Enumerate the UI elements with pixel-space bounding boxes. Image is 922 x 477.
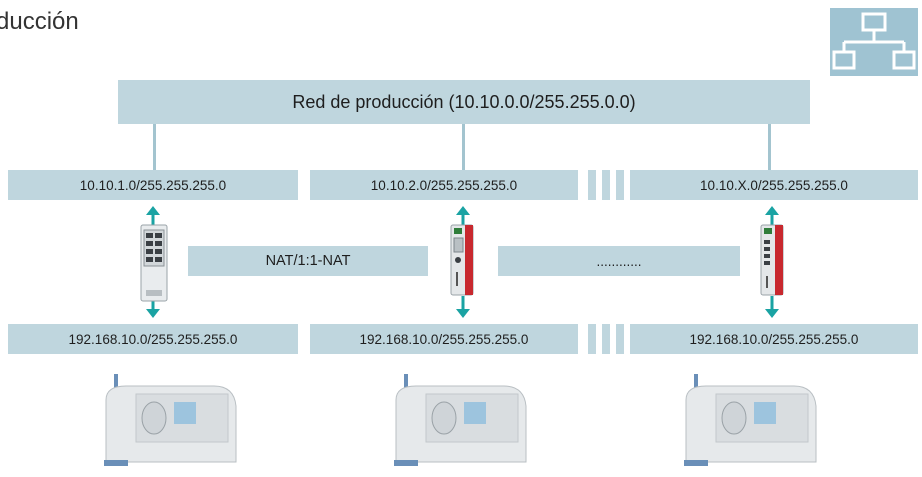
router-device-icon (450, 224, 474, 301)
drop-line-2 (462, 124, 465, 170)
network-topology-icon (830, 8, 918, 76)
machine-icon (386, 372, 536, 477)
subnet-bar-1: 10.10.1.0/255.255.255.0 (8, 170, 298, 200)
ellipsis-bar: ............ (498, 246, 740, 276)
production-network-bar: Red de producción (10.10.0.0/255.255.0.0… (118, 80, 810, 124)
router-device-icon (760, 224, 784, 301)
separator-block (602, 170, 610, 200)
page-title: ducción (0, 8, 79, 35)
separator-block (602, 324, 610, 354)
machine-icon (676, 372, 826, 477)
subnet-bar-2: 10.10.2.0/255.255.255.0 (310, 170, 578, 200)
nat-bar: NAT/1:1-NAT (188, 246, 428, 276)
separator-block (616, 170, 624, 200)
arrow-down-icon (455, 296, 471, 318)
separator-block (588, 170, 596, 200)
arrow-up-icon (145, 206, 161, 228)
local-network-bar-1: 192.168.10.0/255.255.255.0 (8, 324, 298, 354)
local-network-bar-3: 192.168.10.0/255.255.255.0 (630, 324, 918, 354)
machine-icon (96, 372, 246, 477)
arrow-up-icon (764, 206, 780, 228)
arrow-down-icon (145, 296, 161, 318)
drop-line-3 (768, 124, 771, 170)
separator-block (588, 324, 596, 354)
subnet-bar-3: 10.10.X.0/255.255.255.0 (630, 170, 918, 200)
arrow-up-icon (455, 206, 471, 228)
drop-line-1 (153, 124, 156, 170)
local-network-bar-2: 192.168.10.0/255.255.255.0 (310, 324, 578, 354)
separator-block (616, 324, 624, 354)
arrow-down-icon (764, 296, 780, 318)
switch-device-icon (140, 224, 168, 307)
